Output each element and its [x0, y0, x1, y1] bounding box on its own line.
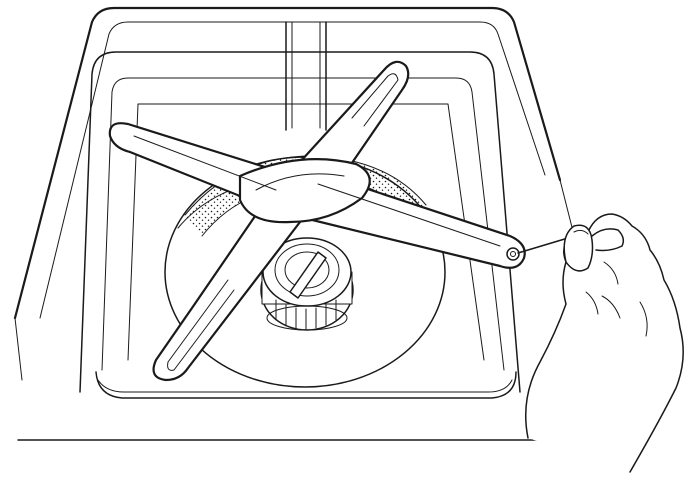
hand-icon: [525, 213, 684, 473]
spray-arm-icon: [108, 60, 526, 382]
filter-icon: [260, 237, 354, 331]
nozzle-hole: [506, 247, 520, 261]
